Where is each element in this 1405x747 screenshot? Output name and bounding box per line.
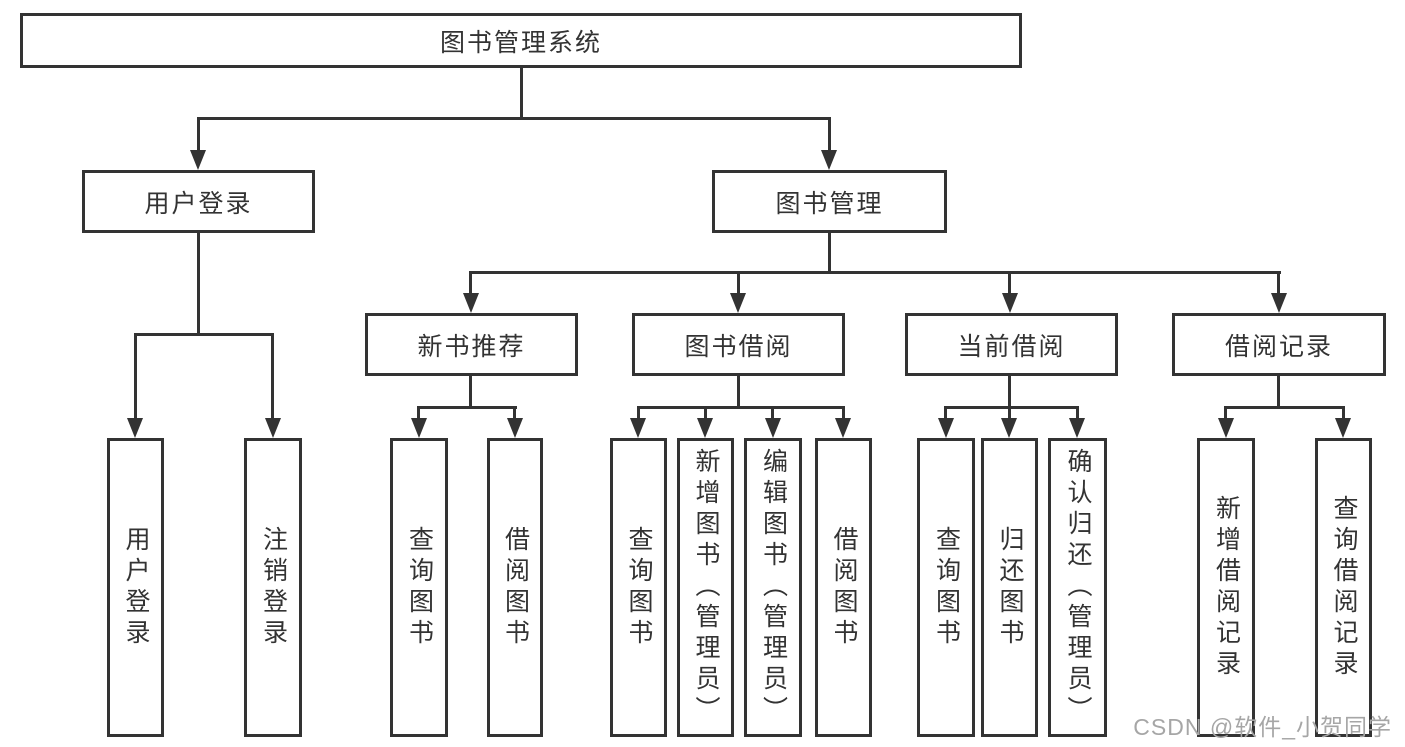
arrow-down-icon [1218, 418, 1234, 438]
leaf-return-books: 归还图书 [981, 438, 1038, 737]
arrow-down-icon [463, 293, 479, 313]
leaf-query-books-current: 查询图书 [917, 438, 975, 737]
arrow-down-icon [127, 418, 143, 438]
node-new-book-recommend: 新书推荐 [365, 313, 578, 376]
leaf-query-books-recommend: 查询图书 [390, 438, 448, 737]
connector-drop-current-borrow [1008, 271, 1011, 297]
arrow-down-icon [1001, 418, 1017, 438]
arrow-down-icon [1002, 293, 1018, 313]
node-current-borrow: 当前借阅 [905, 313, 1118, 376]
connector-current-borrow-rail [944, 406, 1079, 409]
connector-drop [417, 406, 420, 420]
connector-drop [513, 406, 516, 420]
leaf-add-books-admin: 新增图书（管理员） [677, 438, 734, 737]
arrow-down-icon [1069, 418, 1085, 438]
leaf-borrow-books: 借阅图书 [815, 438, 872, 737]
connector-current-borrow-stem [1008, 376, 1011, 408]
connector-drop-user-login [197, 117, 200, 153]
leaf-edit-books-admin: 编辑图书（管理员） [744, 438, 802, 737]
csdn-watermark: CSDN @软件_小贺同学 [1133, 714, 1392, 740]
connector-borrow-records-stem [1277, 376, 1280, 408]
connector-root-rail [197, 117, 831, 120]
connector-drop-book-borrow [737, 271, 740, 297]
connector-book-borrow-rail [637, 406, 845, 409]
arrow-down-icon [697, 418, 713, 438]
arrow-down-icon [1271, 293, 1287, 313]
node-root-library-management-system: 图书管理系统 [20, 13, 1022, 68]
arrow-down-icon [821, 150, 837, 170]
arrow-down-icon [630, 418, 646, 438]
connector-drop [1342, 406, 1345, 420]
connector-root-stem [520, 68, 523, 120]
connector-book-management-stem [828, 233, 831, 273]
connector-book-management-rail [469, 271, 1281, 274]
connector-drop-new-book [469, 271, 472, 297]
connector-drop [704, 406, 707, 420]
leaf-add-borrow-record: 新增借阅记录 [1197, 438, 1255, 737]
connector-user-login-rail [134, 333, 274, 336]
connector-drop [771, 406, 774, 420]
connector-drop [944, 406, 947, 420]
arrow-down-icon [835, 418, 851, 438]
arrow-down-icon [1335, 418, 1351, 438]
connector-user-login-stem [197, 233, 200, 335]
arrow-down-icon [730, 293, 746, 313]
connector-drop [842, 406, 845, 420]
connector-drop-leaf-user-login [134, 333, 137, 420]
connector-drop [1224, 406, 1227, 420]
arrow-down-icon [938, 418, 954, 438]
connector-borrow-records-rail [1224, 406, 1345, 409]
leaf-logout: 注销登录 [244, 438, 302, 737]
leaf-user-login: 用户登录 [107, 438, 164, 737]
connector-new-book-stem [469, 376, 472, 408]
connector-drop-book-management [828, 117, 831, 153]
arrow-down-icon [190, 150, 206, 170]
connector-drop [1008, 406, 1011, 420]
leaf-query-borrow-record: 查询借阅记录 [1315, 438, 1372, 737]
arrow-down-icon [765, 418, 781, 438]
node-borrow-records: 借阅记录 [1172, 313, 1386, 376]
arrow-down-icon [507, 418, 523, 438]
leaf-borrow-books-recommend: 借阅图书 [487, 438, 543, 737]
leaf-query-books-borrow: 查询图书 [610, 438, 667, 737]
arrow-down-icon [411, 418, 427, 438]
node-book-management: 图书管理 [712, 170, 947, 233]
connector-drop [637, 406, 640, 420]
leaf-confirm-return-admin: 确认归还（管理员） [1048, 438, 1107, 737]
connector-drop-leaf-logout [271, 333, 274, 420]
node-user-login: 用户登录 [82, 170, 315, 233]
connector-book-borrow-stem [737, 376, 740, 408]
connector-new-book-rail [417, 406, 517, 409]
connector-drop [1076, 406, 1079, 420]
node-book-borrow: 图书借阅 [632, 313, 845, 376]
arrow-down-icon [265, 418, 281, 438]
connector-drop-borrow-records [1277, 271, 1280, 297]
